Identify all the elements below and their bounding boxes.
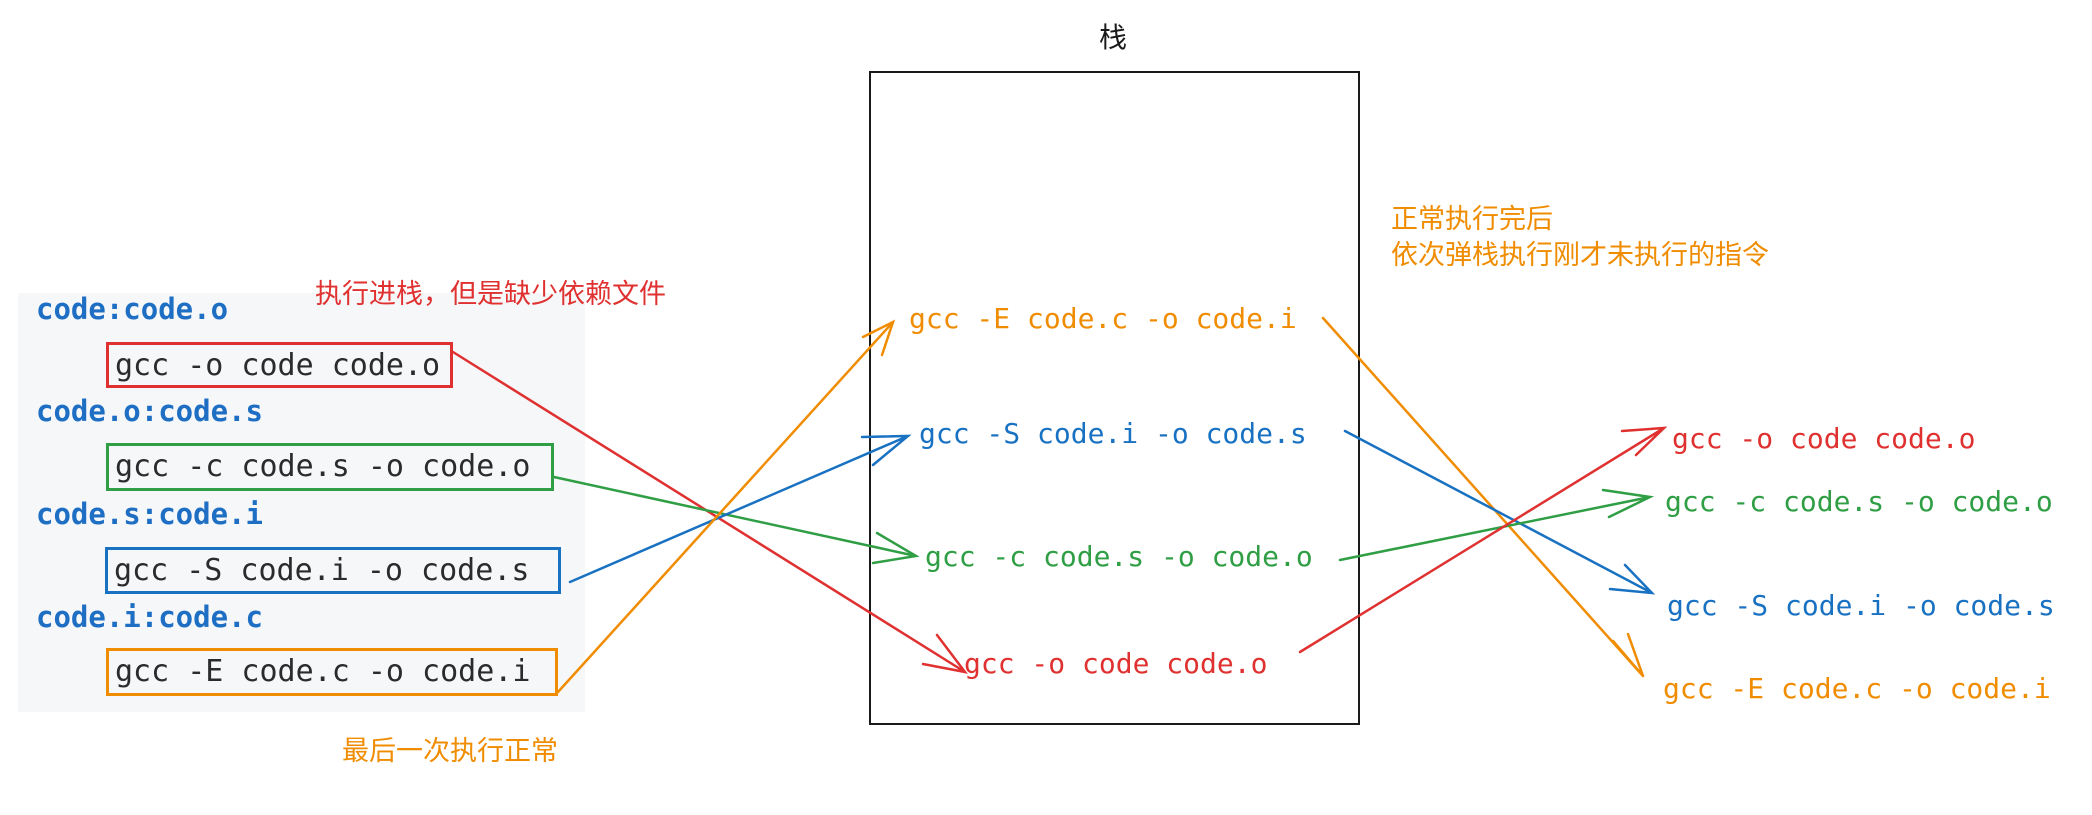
result-item-link: gcc -o code code.o — [1672, 422, 1976, 455]
stack-frame — [869, 71, 1360, 725]
rule-command-preprocess: gcc -E code.c -o code.i — [106, 648, 558, 696]
rule-target-code-s: code.s:code.i — [36, 497, 263, 531]
rule-target-code-i: code.i:code.c — [36, 600, 263, 634]
push-arrow-preprocess — [556, 319, 896, 694]
result-item-assemble: gcc -c code.s -o code.o — [1665, 485, 2053, 518]
rule-command-assemble: gcc -c code.s -o code.o — [106, 443, 554, 491]
pop-note-line-2: 依次弹栈执行刚才未执行的指令 — [1391, 240, 1769, 271]
pop-arrow-link — [1298, 426, 1668, 654]
push-arrow-assemble — [552, 475, 920, 565]
rule-target-code-o: code.o:code.s — [36, 394, 263, 428]
stack-title: 栈 — [1099, 21, 1128, 54]
stack-item-assemble: gcc -c code.s -o code.o — [925, 540, 1313, 573]
push-arrow-compile — [568, 434, 912, 584]
rule-command-link: gcc -o code code.o — [106, 342, 453, 388]
last-run-note: 最后一次执行正常 — [342, 736, 558, 767]
pop-arrow-preprocess — [1321, 316, 1645, 678]
pop-arrow-assemble — [1338, 488, 1655, 562]
result-item-preprocess: gcc -E code.c -o code.i — [1663, 672, 2051, 705]
push-note: 执行进栈，但是缺少依赖文件 — [315, 279, 666, 310]
pop-arrow-compile — [1343, 429, 1656, 595]
stack-item-compile: gcc -S code.i -o code.s — [919, 417, 1307, 450]
pop-note-line-1: 正常执行完后 — [1391, 204, 1553, 235]
rule-command-compile: gcc -S code.i -o code.s — [105, 547, 561, 594]
stack-item-link: gcc -o code code.o — [964, 647, 1268, 680]
result-item-compile: gcc -S code.i -o code.s — [1667, 589, 2055, 622]
stack-item-preprocess: gcc -E code.c -o code.i — [909, 302, 1297, 335]
rule-target-code: code:code.o — [36, 292, 229, 326]
